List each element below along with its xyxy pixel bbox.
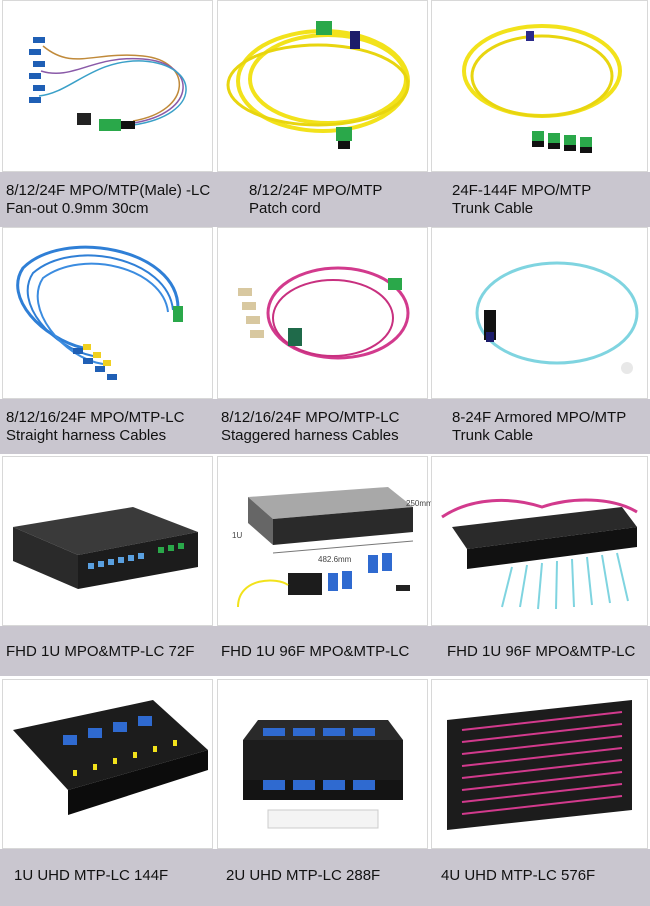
caption-line-1: 1U UHD MTP-LC 144F bbox=[14, 867, 169, 884]
caption-line-2: Trunk Cable bbox=[452, 427, 534, 444]
caption-band-row-4 bbox=[0, 849, 650, 906]
caption-line-1: 8/12/16/24F MPO/MTP-LC bbox=[6, 409, 185, 426]
caption-line-1: 2U UHD MTP-LC 288F bbox=[226, 867, 381, 884]
product-image-fhd-96f-dimensions bbox=[217, 456, 428, 626]
caption-uhd-144f: 1U UHD MTP-LC 144F bbox=[14, 867, 168, 885]
caption-line-2: Staggered harness Cables bbox=[221, 427, 399, 444]
caption-line-1: 8-24F Armored MPO/MTP bbox=[452, 409, 627, 426]
caption-line-2: Trunk Cable bbox=[452, 200, 534, 217]
product-image-trunk-cable bbox=[431, 0, 648, 172]
caption-line-1: 8/12/16/24F MPO/MTP-LC bbox=[221, 409, 400, 426]
caption-line-2: Fan-out 0.9mm 30cm bbox=[6, 200, 149, 217]
caption-band-row-3 bbox=[0, 626, 650, 676]
product-image-uhd-144f bbox=[2, 679, 213, 849]
product-image-uhd-576f bbox=[431, 679, 648, 849]
product-image-fanout bbox=[2, 0, 213, 172]
product-image-uhd-288f bbox=[217, 679, 428, 849]
product-image-patch-cord bbox=[217, 0, 428, 172]
caption-line-1: FHD 1U 96F MPO&MTP-LC bbox=[221, 643, 410, 660]
caption-uhd-288f: 2U UHD MTP-LC 288F bbox=[226, 867, 380, 885]
caption-straight-harness: 8/12/16/24F MPO/MTP-LC Straight harness … bbox=[6, 409, 184, 445]
caption-patch-cord: 8/12/24F MPO/MTP Patch cord bbox=[249, 182, 382, 218]
caption-fanout: 8/12/24F MPO/MTP(Male) -LC Fan-out 0.9mm… bbox=[6, 182, 210, 218]
caption-trunk-cable: 24F-144F MPO/MTP Trunk Cable bbox=[452, 182, 591, 218]
caption-armored-trunk: 8-24F Armored MPO/MTP Trunk Cable bbox=[452, 409, 626, 445]
caption-line-1: FHD 1U MPO&MTP-LC 72F bbox=[6, 643, 195, 660]
product-image-armored-trunk bbox=[431, 227, 648, 399]
caption-line-2: Straight harness Cables bbox=[6, 427, 167, 444]
product-image-fhd-96f-harness bbox=[431, 456, 648, 626]
caption-line-1: 8/12/24F MPO/MTP(Male) -LC bbox=[6, 182, 211, 199]
caption-fhd-72f: FHD 1U MPO&MTP-LC 72F bbox=[6, 643, 194, 661]
product-image-staggered-harness bbox=[217, 227, 428, 399]
caption-line-1: 8/12/24F MPO/MTP bbox=[249, 182, 383, 199]
caption-fhd-96f-b: FHD 1U 96F MPO&MTP-LC bbox=[447, 643, 635, 661]
caption-staggered-harness: 8/12/16/24F MPO/MTP-LC Staggered harness… bbox=[221, 409, 399, 445]
dimension-height-label: 1U bbox=[232, 531, 243, 540]
product-image-straight-harness bbox=[2, 227, 213, 399]
caption-line-1: 4U UHD MTP-LC 576F bbox=[441, 867, 596, 884]
caption-line-2: Patch cord bbox=[249, 200, 321, 217]
dimension-depth-label: 250mm bbox=[406, 499, 433, 508]
caption-line-1: 24F-144F MPO/MTP bbox=[452, 182, 592, 199]
caption-band-row-1 bbox=[0, 172, 650, 227]
caption-fhd-96f-a: FHD 1U 96F MPO&MTP-LC bbox=[221, 643, 409, 661]
dimension-width-label: 482.6mm bbox=[318, 555, 352, 564]
caption-uhd-576f: 4U UHD MTP-LC 576F bbox=[441, 867, 595, 885]
caption-band-row-2 bbox=[0, 399, 650, 454]
caption-line-1: FHD 1U 96F MPO&MTP-LC bbox=[447, 643, 636, 660]
product-image-fhd-72f bbox=[2, 456, 213, 626]
